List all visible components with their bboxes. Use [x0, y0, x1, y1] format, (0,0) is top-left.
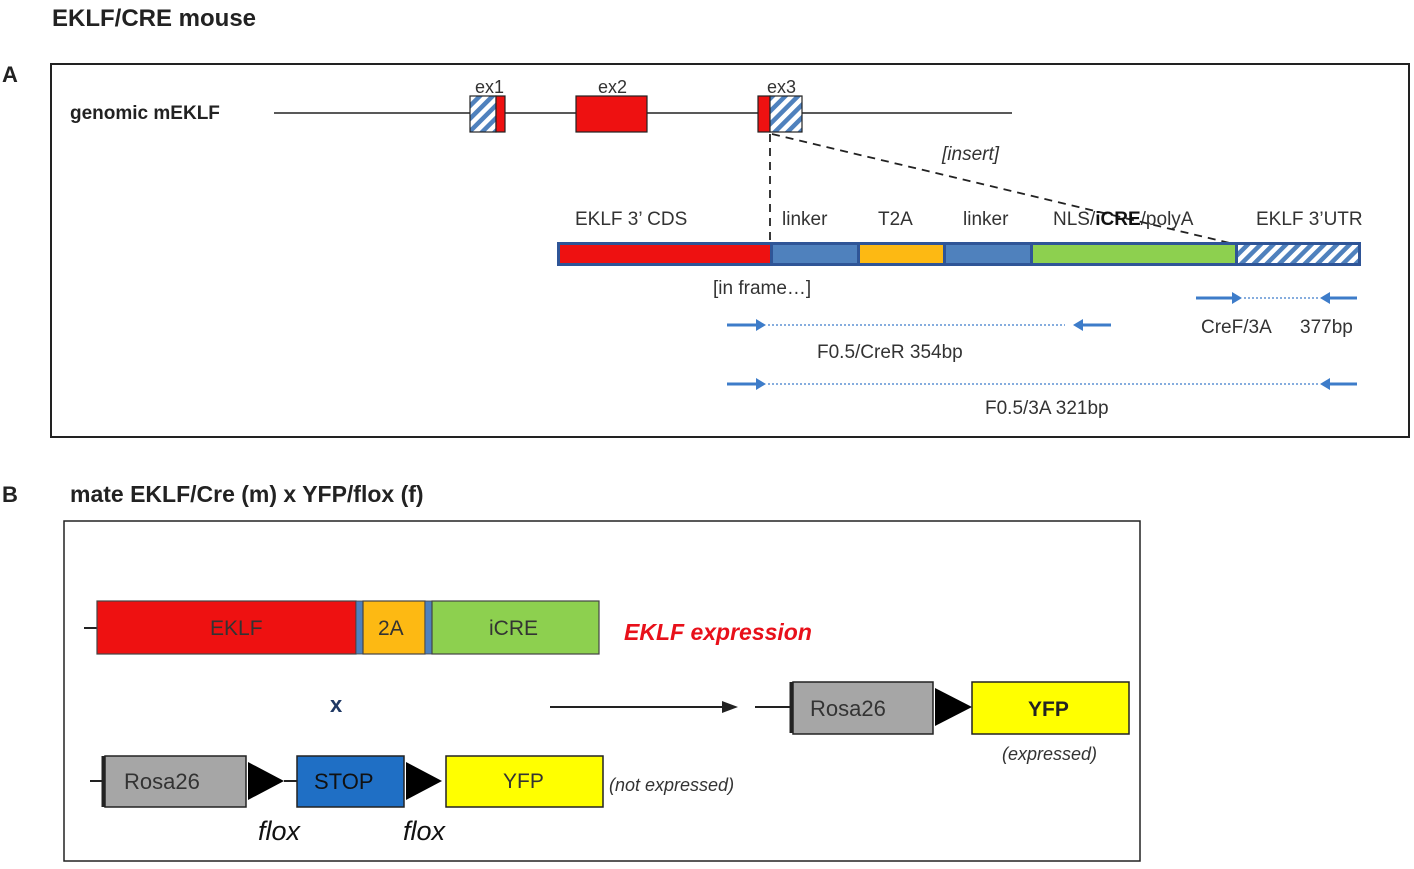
result-yfp-box	[971, 681, 1130, 735]
result-arrow	[550, 701, 738, 713]
reporter-stop-label: STOP	[314, 769, 374, 794]
segment-linker-1	[773, 245, 857, 263]
panel-b-title: mate EKLF/Cre (m) x YFP/flox (f)	[70, 481, 424, 507]
result-yfp-label: YFP	[1028, 698, 1069, 721]
genomic-label: genomic mEKLF	[70, 103, 220, 124]
loxp-triangle-1	[248, 762, 284, 800]
primer-cref-3a-name: CreF/3A	[1201, 317, 1272, 338]
primer-f05-crer-label: F0.5/CreR 354bp	[817, 342, 963, 363]
in-frame-label: [in frame…]	[713, 278, 811, 299]
exon-2-label: ex2	[598, 77, 627, 97]
segment-icre	[1033, 245, 1235, 263]
flox-label-1: flox	[258, 816, 302, 846]
eklf-icre-construct	[96, 600, 600, 655]
construct-2a-label: 2A	[378, 617, 404, 640]
panel-b-letter: B	[2, 482, 18, 507]
primer-pair-f05-crer	[727, 319, 1111, 331]
expressed-label: (expressed)	[1002, 744, 1097, 764]
eklf-expression-label: EKLF expression	[624, 619, 812, 645]
result-rosa26-label: Rosa26	[810, 696, 886, 721]
panel-b-frame	[63, 520, 1141, 862]
primer-cref-3a-size: 377bp	[1300, 317, 1353, 338]
segment-label-linker-2: linker	[963, 209, 1009, 230]
construct-icre-label: iCRE	[489, 617, 538, 640]
not-expressed-label: (not expressed)	[609, 775, 734, 795]
panel-a-frame	[50, 63, 1410, 438]
insert-label: [insert]	[941, 144, 1000, 165]
segment-label-linker-1: linker	[782, 209, 828, 230]
reporter-rosa26-box	[104, 755, 247, 808]
loxp-triangle-2	[406, 762, 442, 800]
reporter-rosa26-label: Rosa26	[124, 769, 200, 794]
cross-symbol: x	[330, 692, 343, 717]
exon-2	[575, 95, 648, 133]
panel-a-letter: A	[2, 62, 18, 87]
primer-pair-cref-3a	[1196, 292, 1357, 304]
primer-f05-3a-label: F0.5/3A 321bp	[985, 398, 1109, 419]
exon-3	[757, 95, 803, 133]
segment-label-3utr: EKLF 3’UTR	[1256, 209, 1363, 230]
reporter-stop-box	[296, 755, 405, 808]
segment-label-nls-icre-polya: NLS/iCRE/polyA	[1053, 209, 1194, 230]
reporter-yfp-box	[445, 755, 604, 808]
exon-1-label: ex1	[475, 77, 504, 97]
segment-linker-2	[946, 245, 1030, 263]
result-loxp-triangle	[935, 688, 972, 726]
segment-3utr	[1238, 245, 1358, 263]
reporter-yfp-label: YFP	[503, 770, 544, 793]
primer-pair-f05-3a	[727, 378, 1357, 390]
insert-dash-right	[771, 133, 1239, 246]
result-rosa26-box	[792, 681, 934, 735]
segment-label-cds: EKLF 3’ CDS	[575, 209, 687, 230]
figure-title: EKLF/CRE mouse	[52, 5, 256, 32]
insert-construct-bar	[557, 242, 1361, 266]
exon-3-label: ex3	[767, 77, 796, 97]
segment-label-t2a: T2A	[878, 209, 913, 230]
construct-eklf-label: EKLF	[210, 617, 263, 640]
flox-label-2: flox	[403, 816, 447, 846]
exon-1	[469, 95, 506, 133]
segment-t2a	[860, 245, 943, 263]
segment-cds	[560, 245, 770, 263]
